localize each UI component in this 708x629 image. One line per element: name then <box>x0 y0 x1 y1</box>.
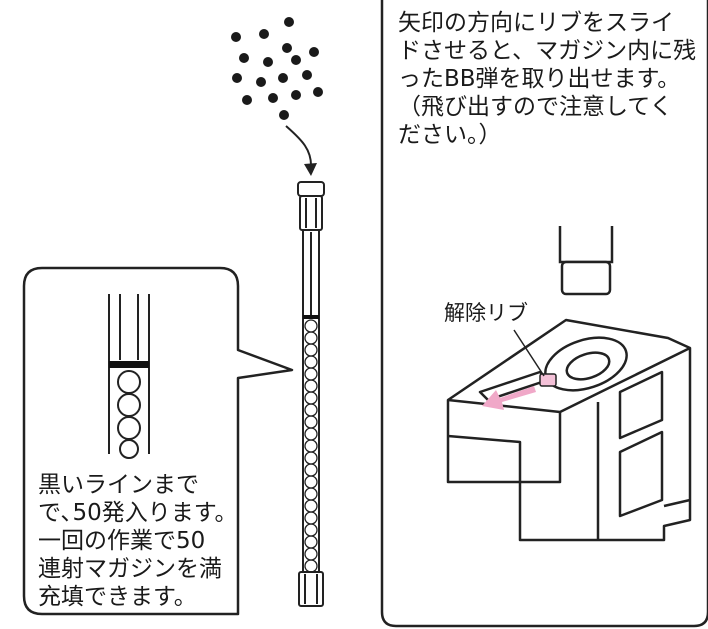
callout-line-1: 黒いラインまで <box>38 472 199 498</box>
zoomed-tube <box>108 294 150 459</box>
callout-text: 黒いラインまで で､50発入ります。 一回の作業で50 連射マガジンを満 充填で… <box>38 472 245 610</box>
release-rib <box>539 373 557 387</box>
slide-arrow <box>482 386 536 410</box>
instruction-line-2: ドさせると、マガジン内に残 <box>398 38 696 64</box>
tube-black-line <box>303 315 319 319</box>
loader-tube <box>297 181 325 607</box>
instruction-line-3: ったBB弾を取り出せます。 <box>398 66 680 92</box>
callout-line-3: 一回の作業で50 <box>38 528 205 554</box>
callout-line-4: 連射マガジンを満 <box>38 556 222 582</box>
callout-line-5: 充填できます。 <box>38 584 197 610</box>
pour-arrow <box>285 125 313 169</box>
callout-box <box>22 266 294 616</box>
loader-nozzle <box>558 226 614 296</box>
release-rib-leader <box>513 329 545 377</box>
pour-arrowhead <box>304 163 317 176</box>
instruction-text: 矢印の方向にリブをスライ ドさせると、マガジン内に残 ったBB弾を取り出せます。… <box>398 10 703 148</box>
magazine <box>446 318 692 542</box>
instruction-line-1: 矢印の方向にリブをスライ <box>398 10 674 36</box>
tube-pellets <box>304 319 318 573</box>
zoomed-black-line <box>109 361 149 368</box>
instruction-line-5: ださい。） <box>398 122 502 148</box>
bb-pellets <box>231 17 323 120</box>
release-rib-label: 解除リブ <box>444 301 528 325</box>
callout-line-2: で､50発入ります。 <box>38 500 237 526</box>
instruction-line-4: （飛び出すので注意してく <box>398 94 673 120</box>
